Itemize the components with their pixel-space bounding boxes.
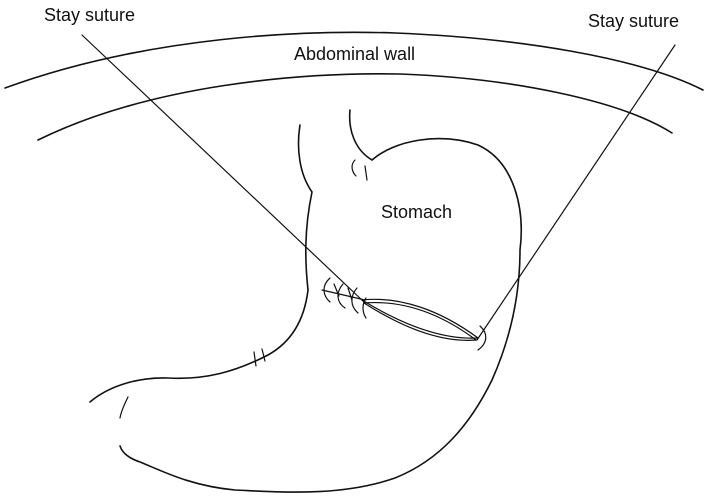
interrupted-stitches	[323, 277, 487, 351]
gastrotomy-incision	[361, 298, 479, 341]
stomach-lesser-curvature	[89, 124, 313, 403]
abdominal-wall-label: Abdominal wall	[294, 44, 416, 64]
stitch-cross-1	[333, 283, 340, 297]
suture-line	[321, 289, 366, 301]
abdominal-wall	[4, 31, 704, 141]
stitch-3	[351, 287, 359, 314]
junction-mark-1	[351, 159, 357, 177]
stomach-outline	[89, 109, 522, 493]
stitch-1	[323, 277, 331, 303]
duodenum-end	[119, 396, 129, 419]
incision-lower-edge	[361, 299, 479, 339]
incision-lower-edge-2	[363, 302, 477, 341]
stay-suture-right-line	[476, 44, 676, 341]
incision-upper-edge-2	[363, 301, 477, 341]
junction-mark-2	[364, 165, 368, 181]
stay-suture-left-label: Stay suture	[44, 5, 136, 25]
stitch-right	[477, 325, 487, 351]
abdominal-wall-outer-arc	[4, 31, 704, 91]
stitch-4	[362, 297, 367, 319]
stay-suture-left-line	[81, 34, 365, 303]
stomach-label: Stomach	[381, 202, 453, 222]
abdominal-wall-inner-arc	[37, 73, 673, 141]
stay-sutures	[81, 34, 676, 341]
stomach-greater-curvature	[119, 109, 522, 493]
stitch-cross-2	[347, 287, 353, 301]
stitch-2	[337, 283, 346, 309]
lesser-curvature-mark-1	[253, 351, 257, 367]
incision-upper-edge	[361, 298, 479, 339]
lesser-curvature-mark-2	[261, 348, 266, 362]
stay-suture-right-label: Stay suture	[588, 11, 680, 31]
